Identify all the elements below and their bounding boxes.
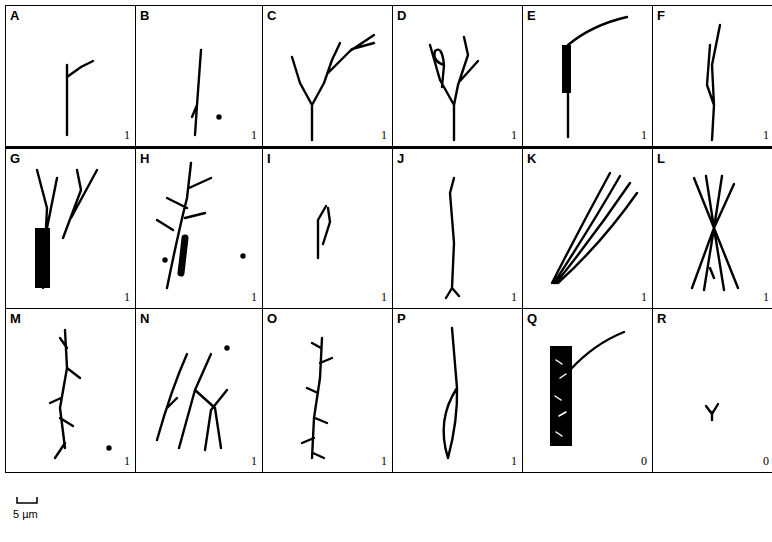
score-number: 0 [763,454,769,469]
score-number: 1 [381,454,387,469]
panel-letter: B [140,8,149,23]
panel-letter: E [527,8,536,23]
figure-panel: A1 [5,5,136,149]
figure-panel: I1 [262,148,393,309]
figure-panel: M1 [5,308,136,473]
figure-panel: Q0 [522,308,653,473]
panel-letter: A [10,8,19,23]
figure-panel: E1 [522,5,653,149]
panel-letter: I [267,151,271,166]
panel-letter: F [657,8,665,23]
score-number: 1 [641,128,647,143]
panel-letter: L [657,151,665,166]
score-number: 1 [124,454,130,469]
score-number: 1 [763,128,769,143]
score-number: 1 [251,128,257,143]
scale-label: 5 µm [13,508,38,520]
scale-bar [17,497,37,503]
figure-panel: F1 [652,5,772,149]
panel-letter: O [267,311,277,326]
score-number: 0 [641,454,647,469]
score-number: 1 [511,128,517,143]
figure-panel: G1 [5,148,136,309]
panel-letter: Q [527,311,537,326]
figure-panel: H1 [135,148,263,309]
figure-panel: R0 [652,308,772,473]
figure-panel: C1 [262,5,393,149]
panel-letter: H [140,151,149,166]
figure-panel: D1 [392,5,523,149]
score-number: 1 [381,128,387,143]
figure-panel: O1 [262,308,393,473]
figure-panel: K1 [522,148,653,309]
score-number: 1 [251,454,257,469]
figure-panel: L1 [652,148,772,309]
panel-letter: K [527,151,536,166]
score-number: 1 [251,290,257,305]
panel-letter: P [397,311,406,326]
score-number: 1 [381,290,387,305]
panel-letter: C [267,8,276,23]
figure-panel: N1 [135,308,263,473]
figure-panel: P1 [392,308,523,473]
panel-letter: R [657,311,666,326]
score-number: 1 [124,290,130,305]
score-number: 1 [511,290,517,305]
panel-letter: G [10,151,20,166]
panel-letter: J [397,151,404,166]
figure-panel: B1 [135,5,263,149]
score-number: 1 [763,290,769,305]
panel-letter: D [397,8,406,23]
panel-letter: N [140,311,149,326]
figure-panel: J1 [392,148,523,309]
panel-letter: M [10,311,21,326]
score-number: 1 [641,290,647,305]
score-number: 1 [511,454,517,469]
score-number: 1 [124,128,130,143]
